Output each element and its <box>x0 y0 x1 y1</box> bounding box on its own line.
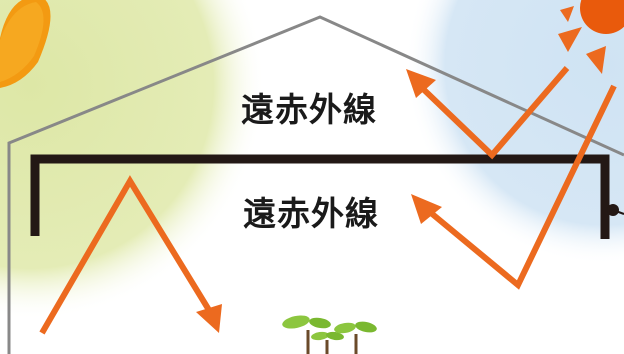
sprout-icon <box>282 315 377 354</box>
far-infrared-label-upper: 遠赤外線 <box>241 90 377 129</box>
house-roof-outline <box>7 15 624 354</box>
far-infrared-label-lower: 遠赤外線 <box>243 194 379 233</box>
ceiling-reflector-bar <box>30 154 610 239</box>
red-sun-icon <box>558 0 624 74</box>
upper-infrared-arrow <box>406 66 570 160</box>
left-infrared-arrow <box>39 175 222 335</box>
ceiling-bar-wire <box>612 209 624 215</box>
lower-infrared-arrow <box>411 84 617 290</box>
orange-sun-icon <box>0 0 51 88</box>
